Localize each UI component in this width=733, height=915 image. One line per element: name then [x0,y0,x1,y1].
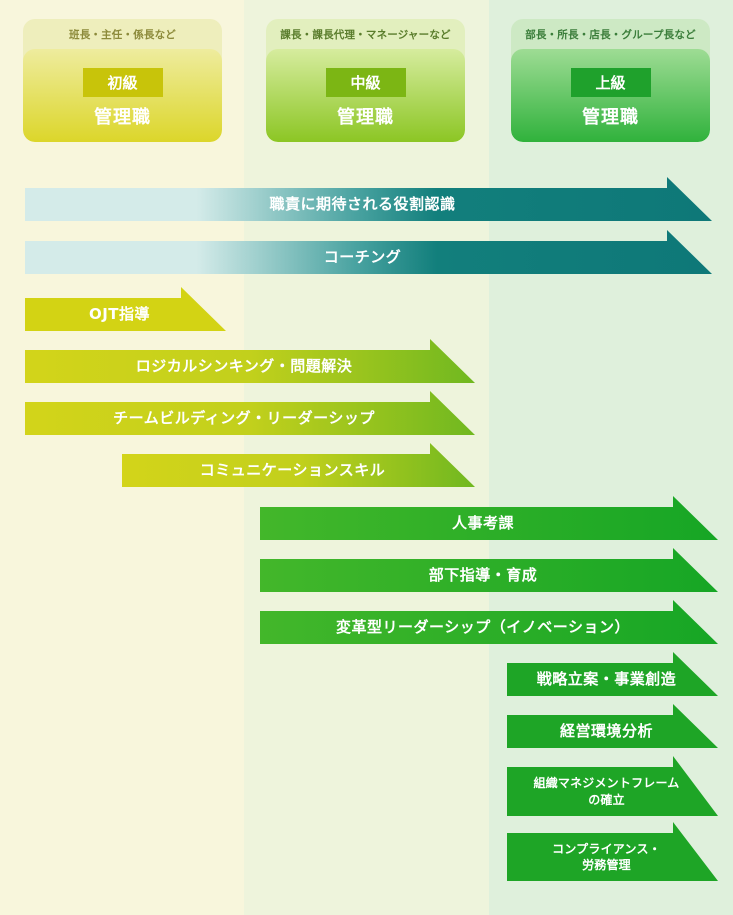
arrow-label: 経営環境分析 [559,722,653,741]
arrow-body [260,496,718,540]
level-title: 管理職 [94,107,151,128]
training-arrow: 部下指導・育成 [260,548,718,592]
arrow-shape [507,822,718,881]
training-arrow: 経営環境分析 [507,704,718,748]
arrow-body [25,177,712,221]
arrow-shape [507,756,718,816]
level-subtitle: 班長・主任・係長など [69,28,176,41]
training-arrow: 人事考課 [260,496,718,540]
arrow-shape [122,443,475,487]
level-subtitle: 課長・課長代理・マネージャーなど [280,28,451,41]
arrow-label: コミュニケーションスキル [199,461,386,480]
level-title: 管理職 [337,107,394,128]
arrow-label: 部下指導・育成 [428,566,538,585]
arrow-label: 職責に期待される役割認識 [269,195,456,214]
arrow-body [122,443,475,487]
arrow-shape [25,230,712,274]
level-card-body: 上級 管理職 [511,49,710,142]
level-subtitle: 部長・所長・店長・グループ長など [525,28,696,41]
level-title: 管理職 [582,107,639,128]
training-arrow: 職責に期待される役割認識 [25,177,712,221]
level-card-body: 中級 管理職 [266,49,465,142]
level-card-middle: 課長・課長代理・マネージャーなど 中級 管理職 [266,19,465,142]
level-badge: 上級 [570,68,651,97]
arrow-body [25,339,475,383]
level-card-body: 初級 管理職 [23,49,222,142]
arrow-body [25,287,226,331]
arrow-body [507,704,718,748]
arrow-body [507,756,718,816]
arrow-label: ロジカルシンキング・問題解決 [135,357,353,376]
arrow-shape [260,548,718,592]
level-badge: 初級 [82,68,163,97]
level-card-junior: 班長・主任・係長など 初級 管理職 [23,19,222,142]
arrow-shape [260,496,718,540]
training-arrow: 戦略立案・事業創造 [507,652,718,696]
training-arrow: コミュニケーションスキル [122,443,475,487]
training-arrow: OJT指導 [25,287,226,331]
arrow-body [507,652,718,696]
arrow-body [507,822,718,881]
arrow-shape [25,287,226,331]
training-arrow: チームビルディング・リーダーシップ [25,391,475,435]
arrow-label: 変革型リーダーシップ（イノベーション） [336,618,630,637]
level-card-senior: 部長・所長・店長・グループ長など 上級 管理職 [511,19,710,142]
training-arrow: 組織マネジメントフレーム の確立 [507,756,718,816]
arrow-label: チームビルディング・リーダーシップ [113,409,375,428]
training-arrow: ロジカルシンキング・問題解決 [25,339,475,383]
arrow-shape [25,177,712,221]
arrow-shape [507,652,718,696]
training-arrow: 変革型リーダーシップ（イノベーション） [260,600,718,644]
arrow-shape [507,704,718,748]
level-badge: 中級 [325,68,406,97]
training-arrow: コーチング [25,230,712,274]
training-arrow: コンプライアンス・ 労務管理 [507,822,718,881]
arrow-shape [25,391,475,435]
arrow-body [25,391,475,435]
column-background-senior [489,0,733,915]
arrow-label: コンプライアンス・ 労務管理 [552,841,661,872]
arrow-body [260,600,718,644]
arrow-body [260,548,718,592]
arrow-label: 人事考課 [451,514,514,533]
arrow-label: 戦略立案・事業創造 [536,670,677,689]
arrow-body [25,230,712,274]
arrow-label: OJT指導 [88,305,151,324]
arrow-label: コーチング [323,248,402,267]
arrow-shape [260,600,718,644]
arrow-label: 組織マネジメントフレーム の確立 [533,776,680,807]
arrow-shape [25,339,475,383]
